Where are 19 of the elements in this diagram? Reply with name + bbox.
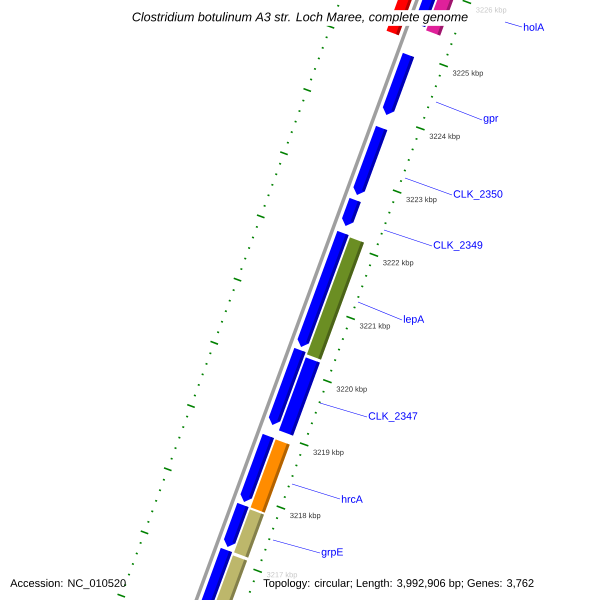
leader-line: [384, 230, 432, 246]
gene-label: CLK_2347: [368, 412, 418, 422]
gene-label: gpr: [484, 116, 498, 124]
genome-info-text: Topology: circular; Length: 3,992,906 bp; Genes: 3,762: [263, 578, 534, 590]
leader-line: [292, 484, 340, 500]
accession-text: Accession: NC_010520: [10, 578, 126, 590]
gene-label: grpE: [322, 548, 343, 558]
gene-label: holA: [524, 23, 544, 31]
gene-label: CLK_2350: [454, 190, 502, 200]
leader-line: [320, 402, 368, 418]
title: Clostridium botulinum A3 str. Loch Maree, complete genome: [130, 10, 470, 26]
gene-label: lepA: [404, 315, 424, 325]
leader-line: [358, 302, 402, 320]
leader-line: [404, 178, 452, 196]
leader-line: [436, 102, 482, 120]
leader-line: [272, 540, 320, 554]
gene-label: hrcA: [342, 495, 363, 503]
leader-line: [504, 22, 522, 28]
gene-label: CLK_2349: [434, 241, 482, 251]
